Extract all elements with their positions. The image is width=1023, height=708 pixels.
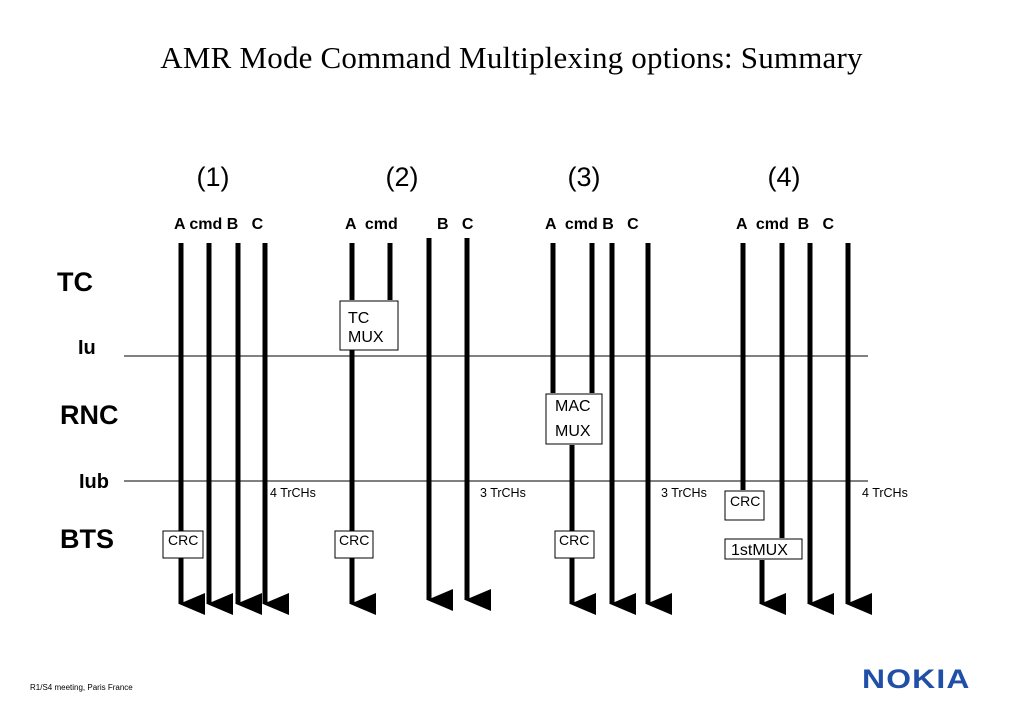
s2-crc-label: CRC — [339, 532, 369, 548]
scenario-1-channel-labels: A cmd B C — [174, 216, 264, 233]
mac-mux-label-line2: MUX — [555, 423, 591, 440]
scenario-3-label: (3) — [568, 162, 601, 192]
s2-trch-count: 3 TrCHs — [480, 486, 526, 500]
tc-mux-box — [339, 300, 399, 351]
s2-crc-box — [334, 530, 374, 559]
s3-crc-box — [554, 530, 595, 559]
mac-mux-box — [545, 393, 603, 445]
s4-crc-box — [724, 490, 765, 521]
mac-mux-label-line1: MAC — [555, 398, 591, 415]
layer-tc-label: TC — [57, 267, 93, 297]
s3-trch-count: 3 TrCHs — [661, 486, 707, 500]
s1-crc-box — [162, 530, 204, 559]
s1-trch-count: 4 TrCHs — [270, 486, 316, 500]
layer-rnc-label: RNC — [60, 400, 119, 430]
scenario-2-channel-labels-b: B C — [437, 216, 474, 233]
s4-crc-label: CRC — [730, 493, 760, 509]
layer-bts-label: BTS — [60, 524, 114, 554]
slide-title: AMR Mode Command Multiplexing options: S… — [160, 40, 863, 75]
s1-crc-label: CRC — [168, 532, 198, 548]
s4-trch-count: 4 TrCHs — [862, 486, 908, 500]
s3-crc-label: CRC — [559, 532, 589, 548]
first-mux-box — [724, 538, 803, 560]
tc-mux-label-line2: MUX — [348, 329, 384, 346]
scenario-1-label: (1) — [197, 162, 230, 192]
footer-meeting-note: R1/S4 meeting, Paris France — [30, 683, 133, 692]
nokia-logo: NOKIA — [862, 664, 971, 694]
layer-iub-label: Iub — [79, 471, 109, 493]
scenario-2-label: (2) — [386, 162, 419, 192]
scenario-4-label: (4) — [768, 162, 801, 192]
tc-mux-label-line1: TC — [348, 310, 369, 327]
first-mux-label: 1stMUX — [731, 542, 788, 559]
scenario-4-channel-labels: A cmd B C — [736, 216, 835, 233]
scenario-2-channel-labels-a: A cmd — [345, 216, 398, 233]
layer-iu-label: Iu — [78, 337, 96, 359]
scenario-3-channel-labels: A cmd B C — [545, 216, 639, 233]
